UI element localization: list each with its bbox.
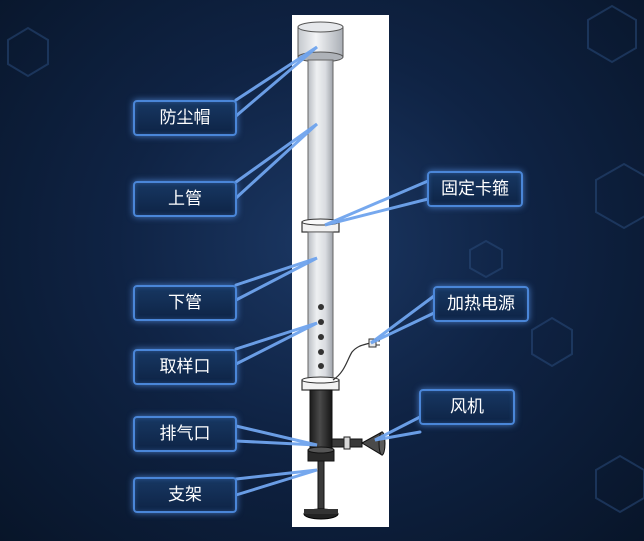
label-fixing-clamp: 固定卡箍 [427, 171, 523, 207]
label-dust-cap: 防尘帽 [133, 100, 237, 136]
upper-tube-shape [307, 59, 334, 229]
dust-cap-shape [297, 21, 344, 63]
stand-shape [303, 460, 339, 520]
heating-power-cable [332, 342, 371, 381]
lower-ring-shape [301, 376, 340, 391]
sampling-port-holes [318, 304, 324, 369]
label-sampling-port: 取样口 [133, 349, 237, 385]
label-fan: 风机 [419, 389, 515, 425]
exhaust-port-shape [307, 446, 335, 462]
fan-shape [331, 431, 386, 456]
label-lower-tube: 下管 [133, 285, 237, 321]
label-exhaust-port: 排气口 [133, 416, 237, 452]
leader-lines [234, 45, 436, 497]
label-stand: 支架 [133, 477, 237, 513]
label-upper-tube: 上管 [133, 181, 237, 217]
label-heating-power: 加热电源 [433, 286, 529, 322]
